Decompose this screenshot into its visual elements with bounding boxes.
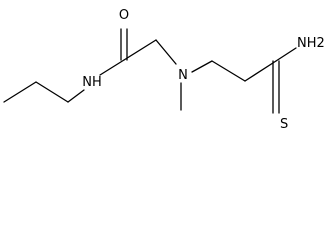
bond-propyl-middle bbox=[35, 81, 69, 103]
thioamide-nitrogen-label: NH2 bbox=[297, 36, 325, 51]
bond-thiocarbon-to-nh2 bbox=[275, 47, 297, 62]
bond-nh-to-carbonyl bbox=[99, 59, 125, 76]
bond-n-to-ch2 bbox=[191, 60, 213, 73]
structure-diagram: O NH N NH2 S bbox=[3, 8, 325, 132]
bond-carbonyl-to-ch2 bbox=[123, 39, 157, 61]
bond-ch2-ch2 bbox=[211, 60, 246, 82]
bond-propyl-to-nh bbox=[67, 89, 85, 103]
carbonyl-oxygen-label: O bbox=[119, 8, 129, 23]
label-layer: O NH N NH2 S bbox=[82, 8, 325, 132]
bond-propyl-terminal bbox=[3, 81, 37, 103]
tertiary-amine-label: N bbox=[178, 68, 188, 83]
thioamide-sulfur-label: S bbox=[280, 117, 288, 132]
bond-ch2-to-thiocarbon bbox=[244, 60, 277, 82]
bond-layer bbox=[3, 28, 297, 114]
bond-ch2-to-n bbox=[155, 39, 177, 65]
amide-nitrogen-label: NH bbox=[82, 75, 102, 90]
